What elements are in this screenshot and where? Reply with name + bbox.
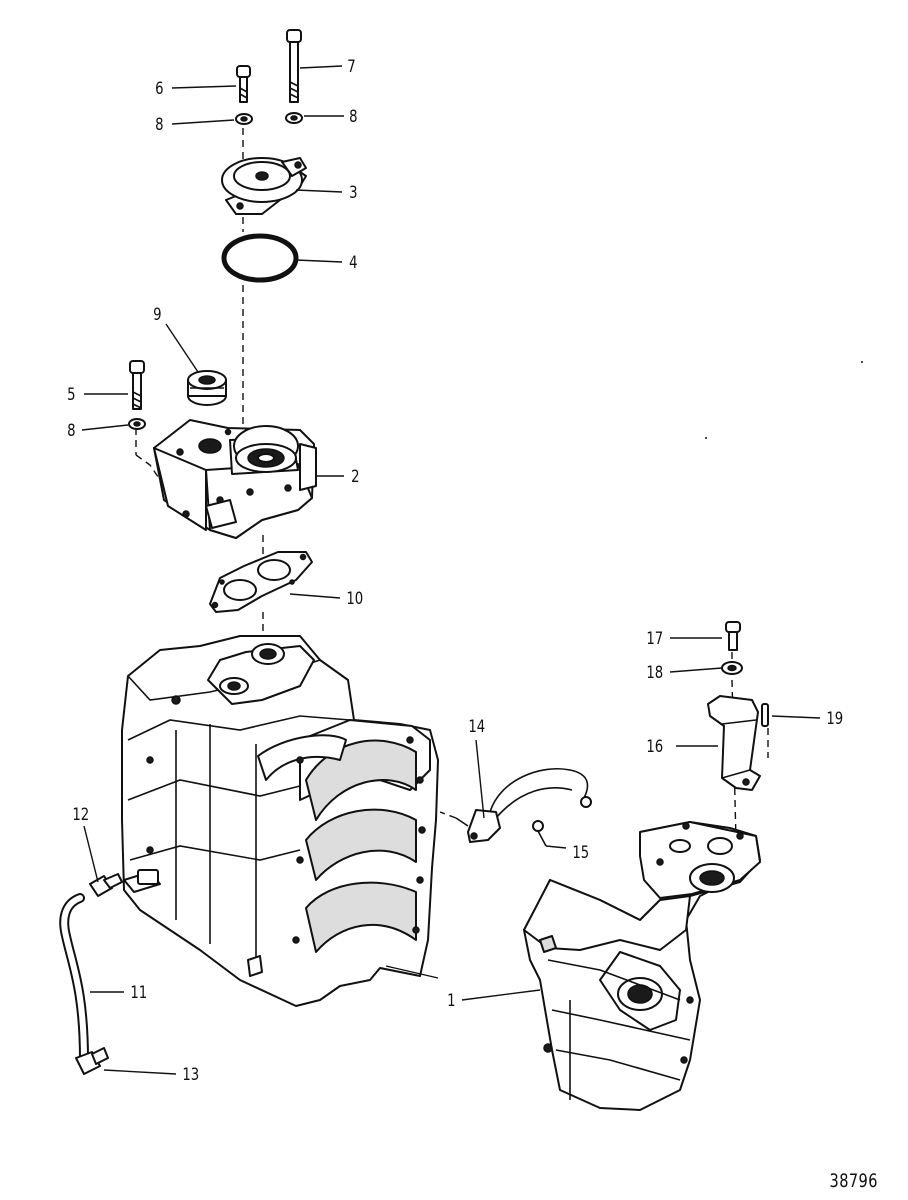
callout-1a: 1: [447, 990, 455, 1010]
callout-6: 6: [155, 78, 163, 98]
callout-4: 4: [349, 252, 357, 272]
callout-14: 14: [468, 716, 485, 736]
fitting-12: [89, 873, 123, 897]
cover-3: [221, 157, 307, 215]
hose-11: [59, 893, 89, 1065]
callout-8-top-left: 8: [155, 114, 163, 134]
callout-11: 11: [130, 982, 147, 1002]
bolt-6: [236, 65, 251, 103]
callout-2: 2: [351, 466, 359, 486]
callout-9: 9: [153, 304, 161, 324]
cylinder-block-1-alt: [523, 821, 761, 1111]
gasket-10: [209, 551, 313, 613]
callout-3: 3: [349, 182, 357, 202]
bolt-7: [286, 29, 302, 103]
bracket-16: [707, 695, 761, 791]
callout-16: 16: [646, 736, 663, 756]
bolt-17: [725, 621, 741, 651]
callout-19: 19: [826, 708, 843, 728]
grommet-9: [187, 370, 227, 406]
pin-19: [761, 703, 769, 727]
callout-10: 10: [346, 588, 363, 608]
callout-18: 18: [646, 662, 663, 682]
callout-8-left: 8: [67, 420, 75, 440]
figure-number: 38796: [829, 1170, 878, 1192]
callout-17: 17: [646, 628, 663, 648]
callout-labels: 1 2 3 4 5 6 7 8 8 8 9 10 11 12 13 14 15 …: [67, 56, 843, 1084]
bolt-5: [128, 360, 146, 430]
fitting-13: [75, 1047, 109, 1075]
washer-8-top: [235, 112, 303, 125]
washer-18: [721, 661, 743, 675]
o-ring-4: [221, 233, 299, 283]
screw-15: [532, 820, 547, 847]
sensor-14: [455, 768, 592, 843]
speck: [705, 437, 707, 439]
callout-5: 5: [67, 384, 75, 404]
callout-13: 13: [182, 1064, 199, 1084]
callout-15: 15: [572, 842, 589, 862]
leader-lines: [81, 65, 821, 1075]
speck: [861, 361, 863, 363]
callout-7: 7: [347, 56, 355, 76]
callout-8-top-right: 8: [349, 106, 357, 126]
callout-12: 12: [72, 804, 89, 824]
housing-2: [153, 419, 317, 539]
cylinder-block-1: [121, 635, 439, 1007]
